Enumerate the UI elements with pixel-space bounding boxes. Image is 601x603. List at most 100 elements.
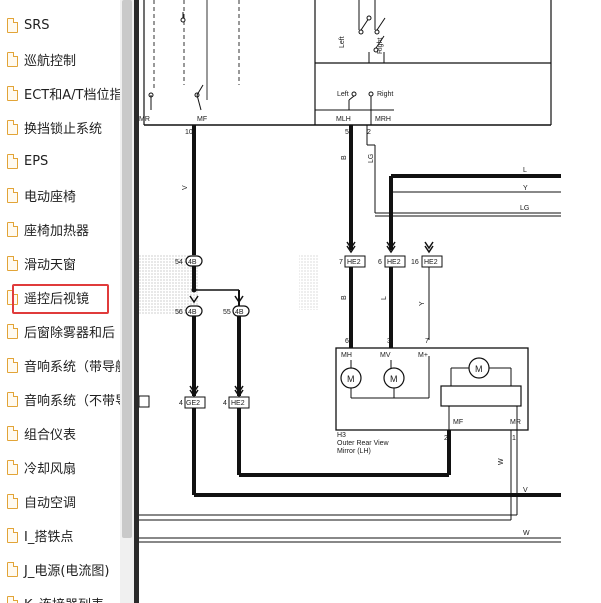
document-icon <box>7 221 18 237</box>
sidebar-item[interactable]: SRS <box>0 8 120 42</box>
wire-color-l2: L <box>381 296 388 300</box>
mirror-pin-mv: MV <box>380 352 391 359</box>
wire-color-v1: V <box>182 185 189 190</box>
sidebar-item-label: 座椅加热器 <box>24 223 90 239</box>
pane-divider[interactable] <box>134 0 139 603</box>
sidebar-item[interactable]: K_连接器列表 <box>0 586 120 603</box>
switch-label-left-top: Left <box>339 36 346 48</box>
sidebar-item[interactable]: 电动座椅 <box>0 178 120 212</box>
sidebar-item[interactable]: 自动空调 <box>0 484 120 518</box>
sidebar-item-label: 冷却风扇 <box>24 461 77 477</box>
sidebar-item[interactable]: 音响系统（带导航 <box>0 348 120 382</box>
document-icon <box>7 255 18 271</box>
sidebar-item[interactable]: 组合仪表 <box>0 416 120 450</box>
scrollbar-thumb[interactable] <box>122 0 132 538</box>
sidebar-item-label: 音响系统（不带导 <box>24 393 120 409</box>
conn-he2-c: HE2 <box>424 259 438 266</box>
document-icon <box>7 493 18 509</box>
conn-pin-54: 54 <box>175 259 183 266</box>
wire-color-y2: Y <box>419 301 426 306</box>
wiring-diagram-svg: Left Right Left Right MR MF MLH MRH 10 5… <box>139 0 561 543</box>
sidebar-item[interactable]: 遥控后视镜 <box>0 280 120 314</box>
sidebar-item[interactable]: ECT和A/T档位指 <box>0 76 120 110</box>
sidebar-item[interactable]: J_电源(电流图) <box>0 552 120 586</box>
motor-m3: M <box>475 364 483 374</box>
conn-4b-b: 4B <box>188 309 197 316</box>
wire-color-lg1: LG <box>368 154 375 163</box>
sidebar-item[interactable]: 座椅加热器 <box>0 212 120 246</box>
document-icon <box>7 153 18 169</box>
conn-pin-16: 16 <box>411 259 419 266</box>
conn-he2-d: HE2 <box>231 400 245 407</box>
mirror-pin-3: 3 <box>387 338 391 345</box>
sidebar-scrollbar[interactable] <box>120 0 134 603</box>
document-icon <box>7 391 18 407</box>
sidebar-item-label: 组合仪表 <box>24 427 77 443</box>
document-icon <box>7 85 18 101</box>
mirror-pin-mh: MH <box>341 352 352 359</box>
pin-label-mr: MR <box>139 116 150 123</box>
sidebar-item-label: 滑动天窗 <box>24 257 77 273</box>
mirror-pin-1: 1 <box>512 435 516 442</box>
conn-pin-7: 7 <box>339 259 343 266</box>
sidebar-item[interactable]: 换挡锁止系统 <box>0 110 120 144</box>
motor-m1: M <box>347 374 355 384</box>
conn-4b-c: 4B <box>235 309 244 316</box>
mirror-pin-mplus: M+ <box>418 352 428 359</box>
pin-label-mlh: MLH <box>336 116 351 123</box>
mirror-component-name-1: Outer Rear View <box>337 440 390 447</box>
sidebar-item[interactable]: 音响系统（不带导 <box>0 382 120 416</box>
mirror-pin-mr: MR <box>510 419 521 426</box>
sidebar-item[interactable]: 冷却风扇 <box>0 450 120 484</box>
sidebar-item[interactable]: 后窗除雾器和后 <box>0 314 120 348</box>
pin-label-mrh: MRH <box>375 116 391 123</box>
wire-color-b1: B <box>341 155 348 160</box>
mirror-pin-7: 7 <box>425 338 429 345</box>
wire-color-b2: B <box>341 295 348 300</box>
sidebar-item-label: 遥控后视镜 <box>24 291 90 307</box>
pin-label-mf: MF <box>197 116 207 123</box>
sidebar-item[interactable]: 巡航控制 <box>0 42 120 76</box>
document-icon <box>7 527 18 543</box>
wire-color-l: L <box>523 167 527 174</box>
sidebar-item-label: 音响系统（带导航 <box>24 359 120 375</box>
conn-he2-b: HE2 <box>387 259 401 266</box>
sidebar-item[interactable]: EPS <box>0 144 120 178</box>
sidebar-item[interactable]: I_搭铁点 <box>0 518 120 552</box>
document-icon <box>7 459 18 475</box>
document-icon <box>7 187 18 203</box>
document-icon <box>7 51 18 67</box>
mirror-pin-6: 6 <box>345 338 349 345</box>
conn-pin-56: 56 <box>175 309 183 316</box>
document-icon <box>7 561 18 577</box>
sidebar-item-label: 电动座椅 <box>24 189 77 205</box>
conn-ge2: GE2 <box>186 400 200 407</box>
document-icon <box>7 323 18 339</box>
conn-he2-a: HE2 <box>347 259 361 266</box>
wire-color-y: Y <box>523 185 528 192</box>
wire-color-v2: V <box>523 487 528 494</box>
document-icon <box>7 119 18 135</box>
document-icon <box>7 595 18 603</box>
wire-color-w: W <box>498 458 505 465</box>
sidebar-item[interactable]: 滑动天窗 <box>0 246 120 280</box>
conn-pin-4-a: 4 <box>179 400 183 407</box>
mirror-component-name-2: Mirror (LH) <box>337 448 371 455</box>
conn-pin-6: 6 <box>378 259 382 266</box>
document-icon <box>7 425 18 441</box>
pin-2: 2 <box>367 129 371 136</box>
sidebar-item-label: EPS <box>24 153 49 169</box>
mirror-component-id: H3 <box>337 432 346 439</box>
sidebar-item-label: ECT和A/T档位指 <box>24 87 120 103</box>
wire-color-w2: W <box>523 530 530 537</box>
sidebar-item-label: I_搭铁点 <box>24 529 74 545</box>
pin-5: 5 <box>345 129 349 136</box>
switch-label-right-top: Right <box>377 38 384 54</box>
mirror-pin-2: 2 <box>444 435 448 442</box>
pin-10: 10 <box>185 129 193 136</box>
motor-m2: M <box>390 374 398 384</box>
sidebar-item-label: 自动空调 <box>24 495 77 511</box>
conn-4b-a: 4B <box>188 259 197 266</box>
conn-pin-55: 55 <box>223 309 231 316</box>
